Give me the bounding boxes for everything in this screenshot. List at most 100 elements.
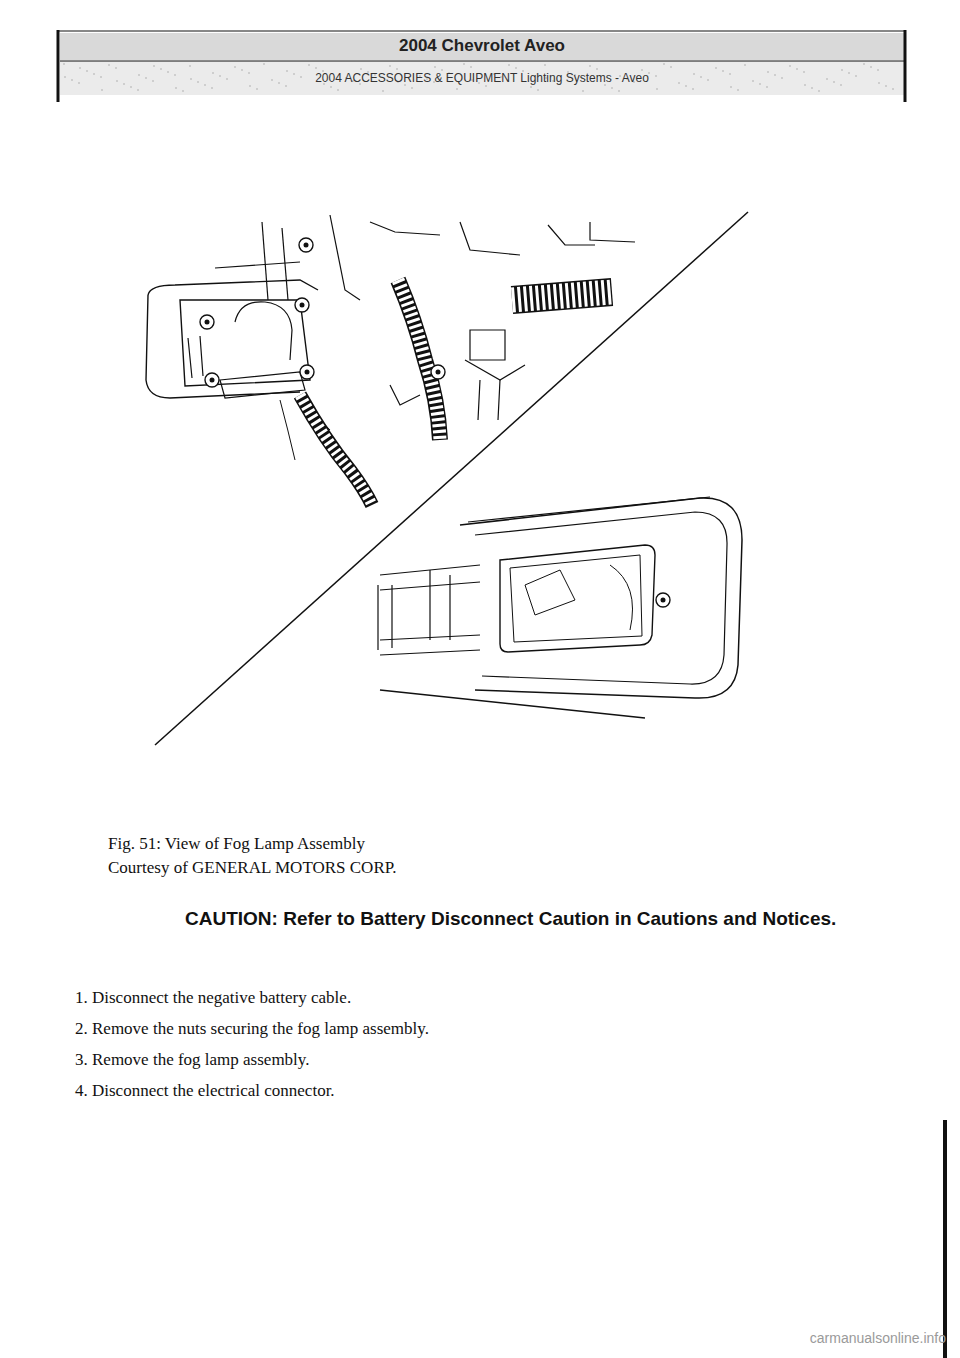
band-texture bbox=[485, 85, 487, 87]
band-texture bbox=[78, 82, 80, 84]
band-texture bbox=[892, 88, 894, 90]
nut bbox=[656, 593, 670, 607]
band-texture bbox=[212, 72, 214, 74]
band-texture bbox=[663, 63, 665, 65]
wiring-harness bbox=[300, 395, 372, 505]
band-texture bbox=[130, 86, 132, 88]
band-texture bbox=[804, 84, 806, 86]
body-line bbox=[282, 228, 288, 300]
band-texture bbox=[315, 67, 317, 69]
nut bbox=[200, 315, 214, 329]
band-texture bbox=[256, 88, 258, 90]
band-texture bbox=[411, 87, 413, 89]
wiring-harness bbox=[300, 395, 372, 505]
band-texture bbox=[877, 69, 879, 71]
band-texture bbox=[656, 88, 658, 90]
band-texture bbox=[330, 86, 332, 88]
band-texture bbox=[101, 89, 103, 91]
fog-lamp-lens bbox=[500, 545, 655, 652]
band-texture bbox=[434, 66, 436, 68]
nut-center bbox=[210, 378, 215, 383]
band-texture bbox=[870, 66, 872, 68]
nut bbox=[295, 298, 309, 312]
header-band bbox=[60, 33, 904, 60]
lamp-bulb bbox=[525, 570, 575, 615]
wiring-harness bbox=[398, 280, 440, 440]
band-texture bbox=[337, 89, 339, 91]
band-texture bbox=[855, 75, 857, 77]
band-texture bbox=[153, 65, 155, 67]
band-texture bbox=[204, 84, 206, 86]
band-texture bbox=[515, 67, 517, 69]
band-texture bbox=[138, 74, 140, 76]
lamp-tab bbox=[188, 336, 203, 378]
band-texture bbox=[100, 76, 102, 78]
band-texture bbox=[115, 67, 117, 69]
band-texture bbox=[715, 67, 717, 69]
band-texture bbox=[360, 68, 362, 70]
band-texture bbox=[463, 63, 465, 65]
band-texture bbox=[470, 66, 472, 68]
band-texture bbox=[145, 77, 147, 79]
band-texture bbox=[596, 68, 598, 70]
band-texture bbox=[641, 69, 643, 71]
nut bbox=[431, 365, 445, 379]
band-texture bbox=[744, 64, 746, 66]
body-line bbox=[460, 222, 520, 255]
band-texture bbox=[441, 69, 443, 71]
band-texture bbox=[818, 90, 820, 92]
band-texture bbox=[219, 75, 221, 77]
procedure-step: 1. Disconnect the negative battery cable… bbox=[75, 988, 875, 1008]
nut bbox=[299, 238, 313, 252]
body-line bbox=[370, 222, 440, 235]
body-line bbox=[590, 222, 635, 242]
view-separator bbox=[155, 212, 748, 745]
band-texture bbox=[833, 81, 835, 83]
nut-center bbox=[436, 370, 441, 375]
procedure-step: 2. Remove the nuts securing the fog lamp… bbox=[75, 1019, 875, 1039]
band-texture bbox=[285, 85, 287, 87]
procedure-step: 3. Remove the fog lamp assembly. bbox=[75, 1050, 875, 1070]
band-texture bbox=[293, 73, 295, 75]
band-texture bbox=[271, 79, 273, 81]
header-rule bbox=[58, 31, 905, 32]
band-texture bbox=[841, 69, 843, 71]
band-texture bbox=[766, 86, 768, 88]
band-texture bbox=[308, 64, 310, 66]
band-texture bbox=[456, 88, 458, 90]
band-texture bbox=[863, 63, 865, 65]
band-texture bbox=[286, 70, 288, 72]
band-texture bbox=[108, 64, 110, 66]
body-line bbox=[548, 225, 595, 245]
connector-leg bbox=[478, 380, 500, 420]
band-texture bbox=[840, 84, 842, 86]
band-texture bbox=[693, 73, 695, 75]
lamp-housing bbox=[235, 302, 292, 360]
band-texture bbox=[803, 71, 805, 73]
bumper-line bbox=[378, 570, 450, 650]
band-texture bbox=[123, 83, 125, 85]
figure-credit: Courtesy of GENERAL MOTORS CORP. bbox=[108, 858, 808, 878]
band-texture bbox=[759, 83, 761, 85]
band-texture bbox=[175, 87, 177, 89]
band-texture bbox=[729, 73, 731, 75]
band-texture bbox=[234, 66, 236, 68]
band-texture bbox=[737, 89, 739, 91]
nut bbox=[300, 365, 314, 379]
band-texture bbox=[278, 82, 280, 84]
wiring-harness bbox=[398, 280, 440, 440]
header-bar bbox=[904, 30, 907, 102]
air-duct bbox=[512, 292, 612, 300]
band-texture bbox=[655, 75, 657, 77]
body-line bbox=[262, 222, 268, 300]
band-texture bbox=[64, 76, 66, 78]
band-texture bbox=[167, 71, 169, 73]
air-duct bbox=[512, 292, 612, 300]
section-heading: 2004 ACCESSORIES & EQUIPMENT Lighting Sy… bbox=[60, 71, 904, 85]
band-texture bbox=[611, 87, 613, 89]
bumper-edge bbox=[380, 690, 645, 718]
nut-center bbox=[300, 303, 305, 308]
wiring-harness bbox=[300, 395, 372, 505]
page-title: 2004 Chevrolet Aveo bbox=[60, 36, 904, 56]
band-texture bbox=[389, 65, 391, 67]
